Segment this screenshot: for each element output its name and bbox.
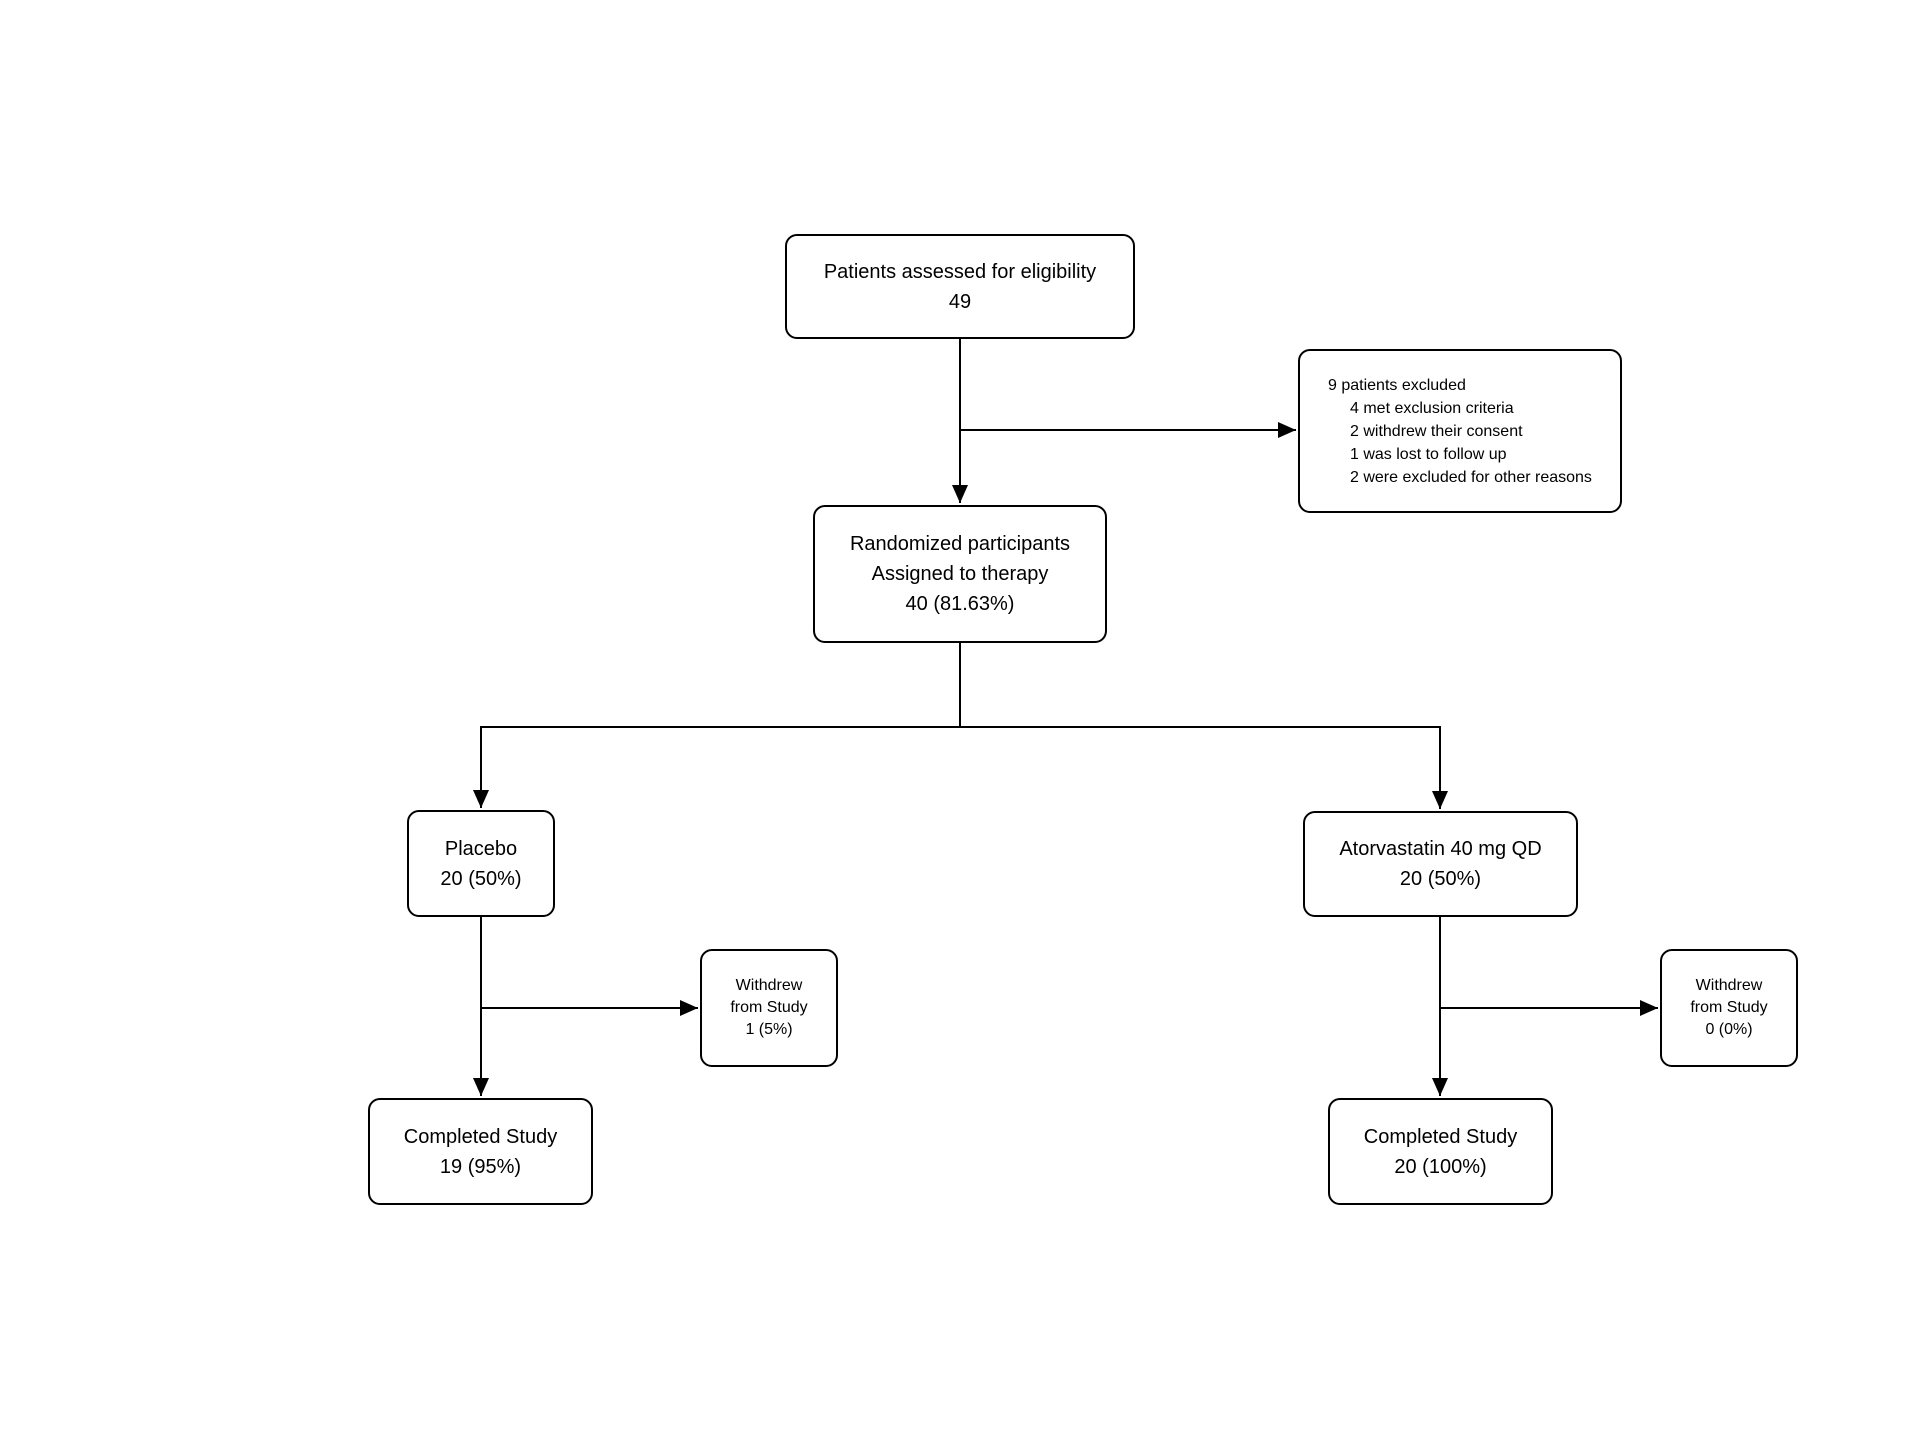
eligibility-box: Patients assessed for eligibility 49 — [785, 234, 1135, 339]
placebo-count: 20 (50%) — [440, 867, 522, 890]
placebo-label: Placebo — [444, 837, 518, 860]
completed-count: 20 (100%) — [1394, 1155, 1487, 1178]
completed-label: Completed Study — [403, 1125, 558, 1148]
atorvastatin-completed-box: Completed Study 20 (100%) — [1328, 1098, 1553, 1205]
excluded-item: 4 met exclusion criteria — [1350, 399, 1514, 417]
excluded-title: 9 patients excluded — [1328, 376, 1466, 394]
withdrew-label-line2: from Study — [1690, 999, 1768, 1016]
excluded-item: 2 withdrew their consent — [1350, 422, 1523, 440]
eligibility-count: 49 — [948, 290, 972, 313]
withdrew-count: 1 (5%) — [745, 1021, 793, 1038]
excluded-item: 2 were excluded for other reasons — [1350, 468, 1592, 486]
withdrew-count: 0 (0%) — [1705, 1021, 1753, 1038]
placebo-withdrew-box: Withdrew from Study 1 (5%) — [700, 949, 838, 1067]
randomized-label: Randomized participants — [849, 533, 1071, 555]
atorvastatin-count: 20 (50%) — [1399, 868, 1482, 890]
completed-count: 19 (95%) — [439, 1155, 522, 1178]
withdrew-label-line1: Withdrew — [1695, 977, 1763, 994]
atorvastatin-withdrew-box: Withdrew from Study 0 (0%) — [1660, 949, 1798, 1067]
withdrew-label-line2: from Study — [730, 999, 808, 1016]
completed-label: Completed Study — [1363, 1125, 1518, 1148]
eligibility-label: Patients assessed for eligibility — [823, 260, 1097, 283]
atorvastatin-label: Atorvastatin 40 mg QD — [1339, 838, 1542, 860]
randomized-sublabel: Assigned to therapy — [871, 563, 1049, 585]
excluded-item: 1 was lost to follow up — [1350, 445, 1507, 463]
placebo-arm-box: Placebo 20 (50%) — [407, 810, 555, 917]
withdrew-label-line1: Withdrew — [735, 977, 803, 994]
atorvastatin-arm-box: Atorvastatin 40 mg QD 20 (50%) — [1303, 811, 1578, 917]
placebo-completed-box: Completed Study 19 (95%) — [368, 1098, 593, 1205]
randomized-box: Randomized participants Assigned to ther… — [813, 505, 1107, 643]
randomized-count: 40 (81.63%) — [905, 593, 1015, 615]
excluded-box: 9 patients excluded 4 met exclusion crit… — [1298, 349, 1622, 513]
